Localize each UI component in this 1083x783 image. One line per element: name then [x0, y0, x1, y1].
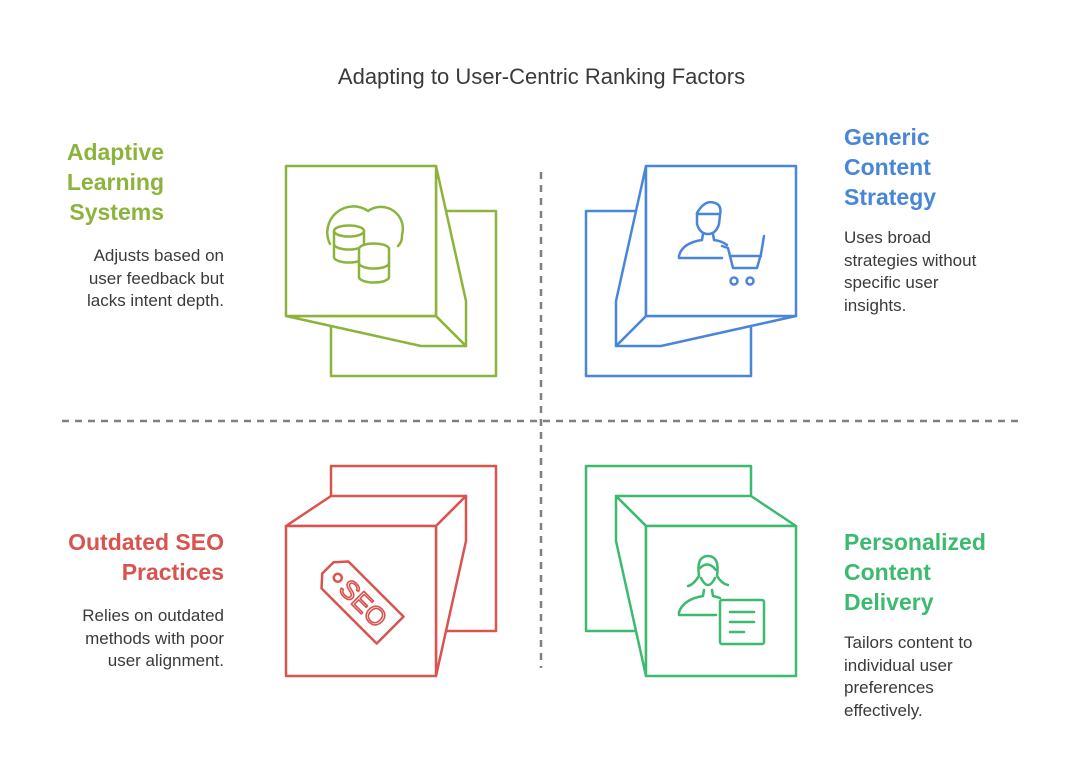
user-cart-icon [677, 200, 766, 286]
cube-adaptive-learning-systems [284, 164, 498, 378]
cube-outdated-seo-practices [284, 464, 498, 678]
desc-adaptive-learning-systems: Adjusts based on user feedback but lacks… [86, 246, 224, 310]
desc-personalized-content-delivery: Tailors content to individual user prefe… [844, 633, 973, 720]
cube-generic-content-strategy [584, 164, 798, 378]
database-cloud-icon [326, 205, 405, 284]
desc-outdated-seo-practices: Relies on outdated methods with poor use… [82, 606, 224, 670]
user-document-icon [677, 554, 766, 646]
desc-generic-content-strategy: Uses broad strategies without specific u… [844, 228, 977, 315]
heading-personalized-content-delivery: Personalized Content Delivery [844, 529, 986, 615]
cube-personalized-content-delivery [584, 464, 798, 678]
diagram-title: Adapting to User-Centric Ranking Factors [337, 64, 746, 89]
heading-adaptive-learning-systems: Adaptive Learning Systems [66, 139, 164, 225]
heading-outdated-seo-practices: Outdated SEO Practices [68, 529, 224, 585]
heading-generic-content-strategy: Generic Content Strategy [844, 124, 937, 210]
